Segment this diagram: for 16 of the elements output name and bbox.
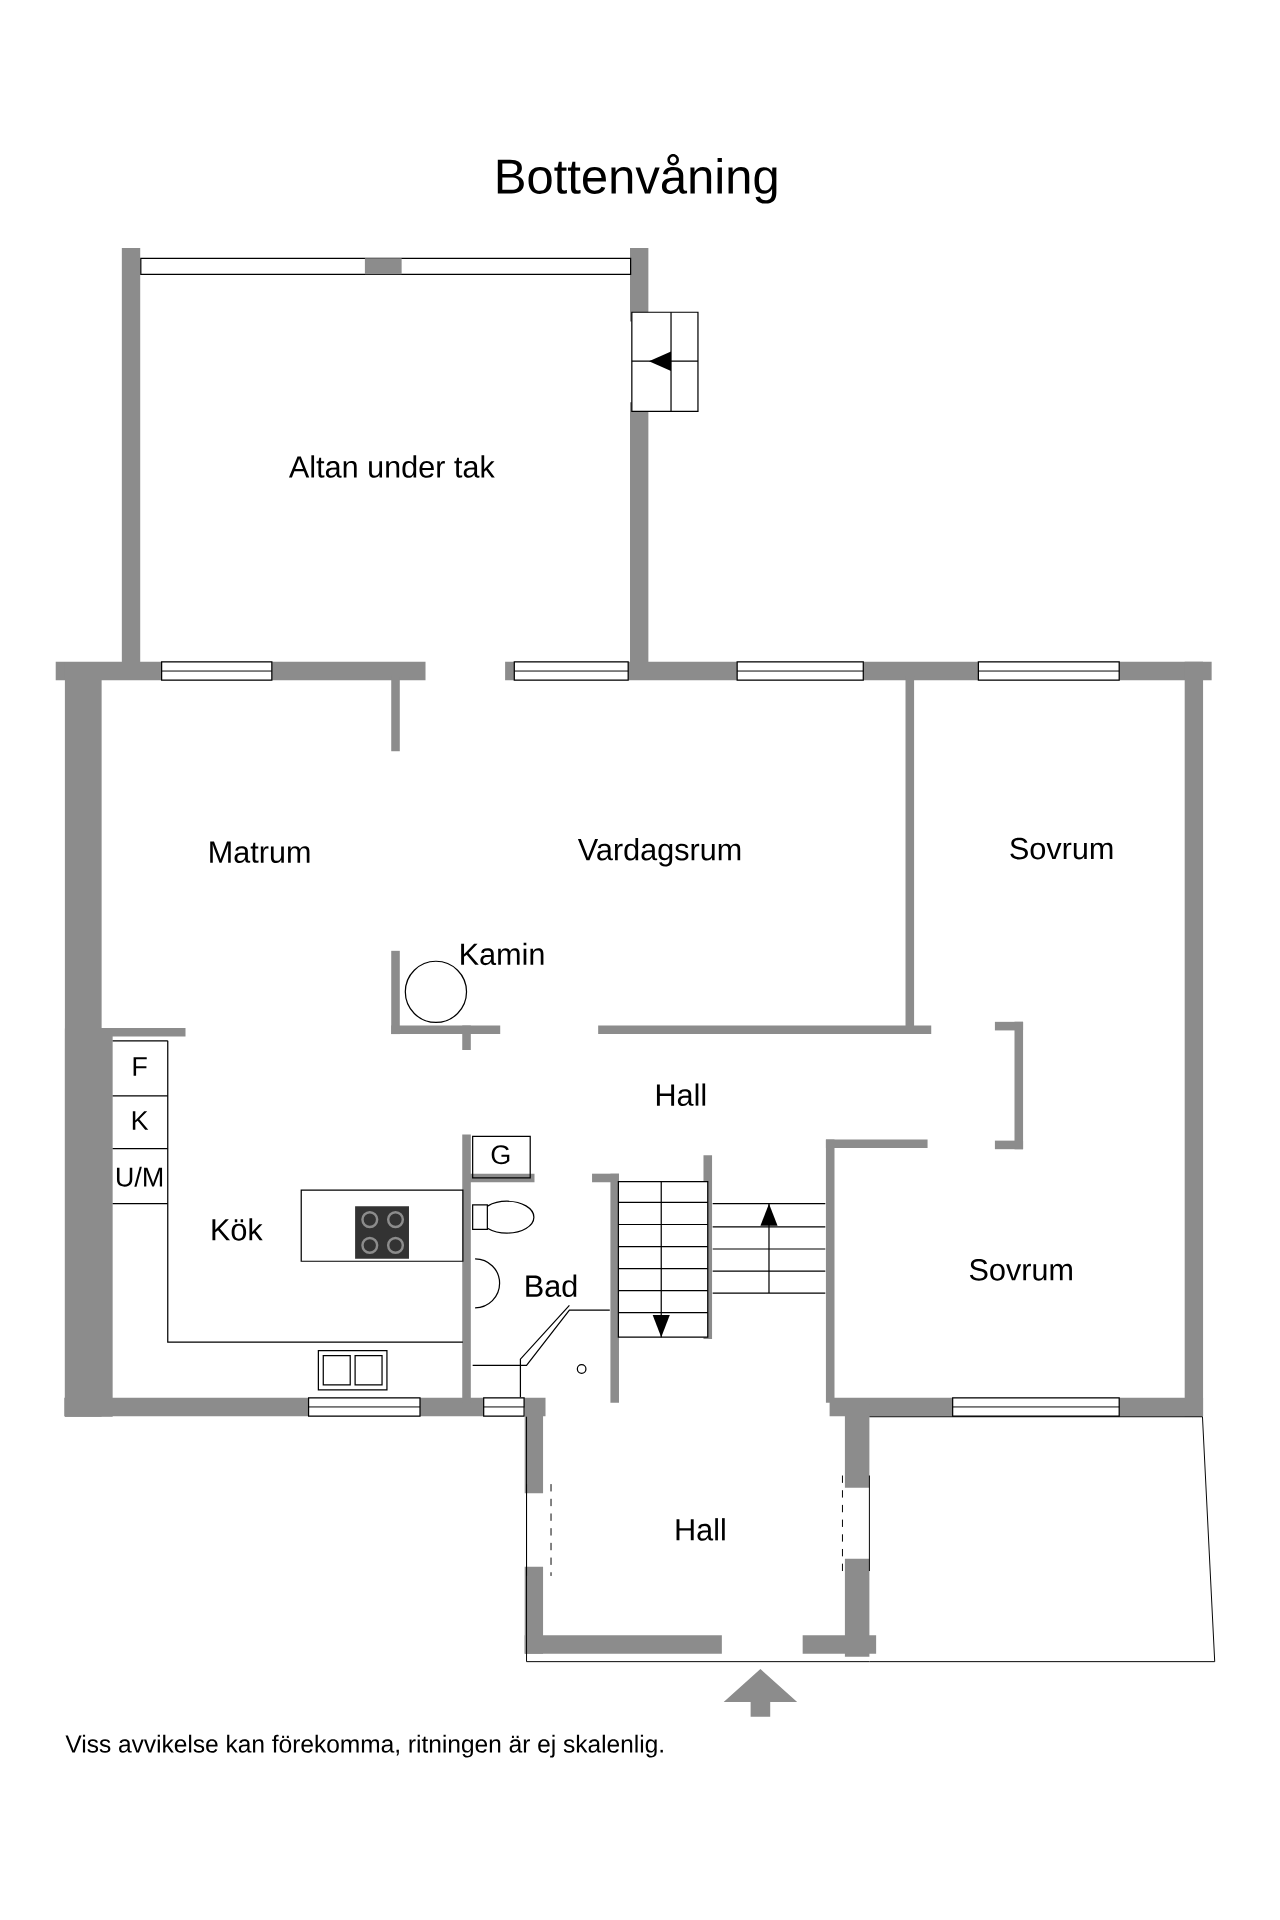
caption: Viss avvikelse kan förekomma, ritningen är ej skalenlig. <box>65 1734 664 1758</box>
room-label: Kamin <box>461 942 544 966</box>
room-label: Kök <box>212 1218 263 1241</box>
room-label: Sovrum <box>1010 837 1113 860</box>
room-label: Matrum <box>210 841 310 863</box>
room-label: G <box>491 1145 510 1165</box>
room-label: Vardagsrum <box>578 837 741 867</box>
room-label: Sovrum <box>970 1259 1073 1281</box>
title: Bottenvåning <box>498 153 777 204</box>
room-label: Altan under tak <box>289 455 495 478</box>
room-label: F <box>133 1057 147 1076</box>
room-label: U/M <box>117 1166 163 1187</box>
room-label: Bad <box>526 1274 577 1297</box>
room-label: Hall <box>657 1083 706 1106</box>
room-label: K <box>133 1111 149 1130</box>
room-label: Hall <box>676 1518 725 1541</box>
